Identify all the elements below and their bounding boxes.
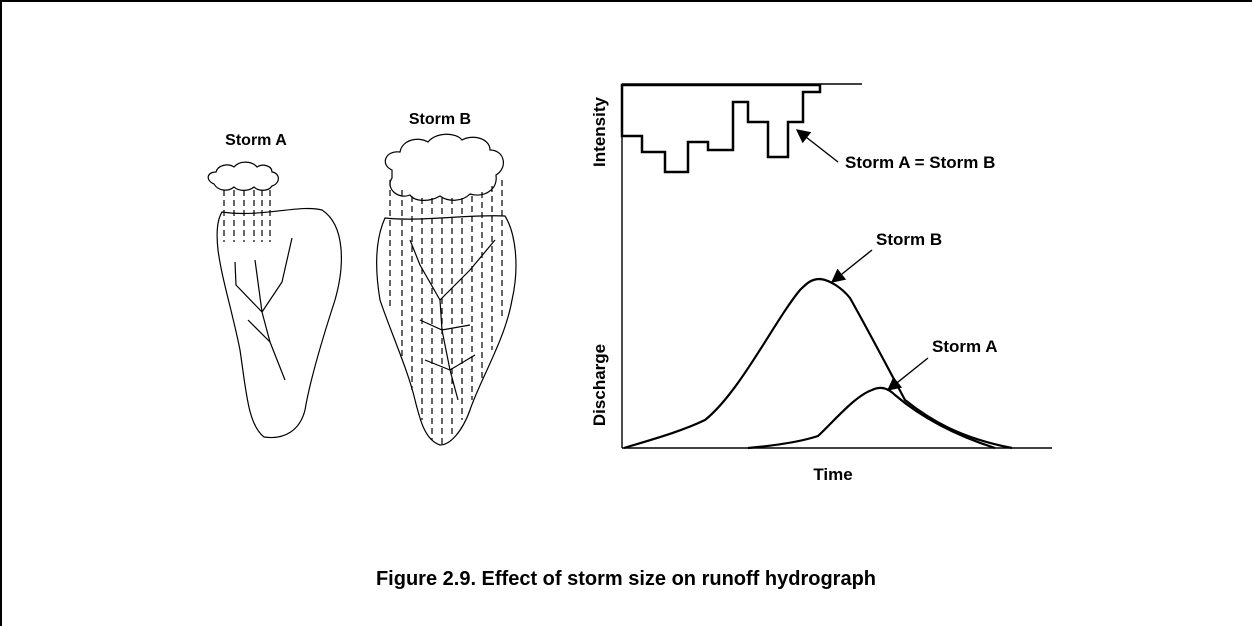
storm-b-curve-label: Storm B <box>876 230 942 249</box>
storm-a-curve-label: Storm A <box>932 337 998 356</box>
cloud-b <box>384 133 504 201</box>
cloud-a <box>207 161 279 191</box>
hydrograph-storm-b <box>623 277 1013 450</box>
time-label: Time <box>813 465 852 484</box>
equal-annotation: Storm A = Storm B <box>845 153 995 172</box>
discharge-label: Discharge <box>590 344 609 426</box>
arrow-storm-b <box>830 249 873 283</box>
chart-axes <box>621 83 1052 449</box>
hydrograph-storm-a <box>747 386 996 450</box>
figure-caption: Figure 2.9. Effect of storm size on runo… <box>375 568 877 590</box>
watershed-b <box>376 215 517 446</box>
watershed-a <box>216 207 342 439</box>
rain-a <box>223 190 271 242</box>
storm-b-label: Storm B <box>409 111 471 128</box>
arrow-storm-a <box>886 357 929 391</box>
storm-a-label: Storm A <box>225 132 287 149</box>
arrow-equal <box>795 129 839 163</box>
hyetograph <box>620 83 822 174</box>
rain-b <box>389 180 503 445</box>
intensity-label: Intensity <box>590 97 609 167</box>
